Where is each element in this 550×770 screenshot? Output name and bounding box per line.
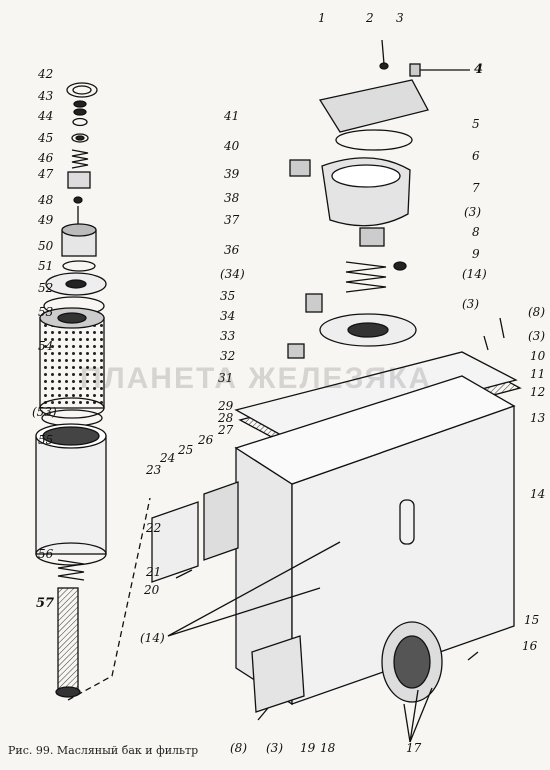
- label-1: 1: [318, 11, 326, 25]
- label-3: 3: [396, 11, 404, 25]
- label-14: 14: [530, 487, 546, 501]
- label-25: 25: [178, 443, 194, 457]
- figure-caption: Рис. 99. Масляный бак и фильтр: [8, 744, 199, 757]
- label-52: 52: [38, 281, 54, 295]
- label-51: 51: [38, 259, 54, 273]
- label-39: 39: [224, 167, 240, 181]
- label-3-ref-c: (3): [528, 329, 545, 343]
- label-31: 31: [218, 371, 234, 385]
- label-2: 2: [366, 11, 374, 25]
- tank-top-parts: [287, 39, 505, 359]
- label-41: 41: [224, 109, 240, 123]
- label-46: 46: [38, 151, 54, 165]
- label-3-ref-a: (3): [464, 205, 481, 219]
- label-18: 18: [320, 741, 336, 755]
- label-8-ref-b: (8): [230, 741, 247, 755]
- label-19: 19: [300, 741, 316, 755]
- label-43: 43: [38, 89, 54, 103]
- label-14-ref-b: (14): [140, 631, 165, 645]
- label-38: 38: [224, 191, 240, 205]
- label-6: 6: [472, 149, 480, 163]
- label-45: 45: [38, 131, 54, 145]
- label-42: 42: [38, 67, 54, 81]
- label-3-ref-b: (3): [462, 297, 479, 311]
- label-44: 44: [38, 109, 54, 123]
- label-7: 7: [472, 181, 480, 195]
- label-24: 24: [160, 451, 176, 465]
- label-23: 23: [146, 463, 162, 477]
- label-15: 15: [524, 613, 540, 627]
- label-49: 49: [38, 213, 54, 227]
- label-47: 47: [38, 167, 54, 181]
- label-56: 56: [38, 547, 54, 561]
- filter-assembly: [35, 82, 151, 701]
- label-10: 10: [530, 349, 546, 363]
- label-17: 17: [406, 741, 422, 755]
- label-4: 4: [474, 62, 484, 77]
- label-13: 13: [530, 411, 546, 425]
- label-8: 8: [472, 225, 480, 239]
- label-55: 55: [38, 433, 54, 447]
- label-26: 26: [198, 433, 214, 447]
- label-48: 48: [38, 193, 54, 207]
- label-22: 22: [146, 521, 162, 535]
- label-53: 53: [38, 305, 54, 319]
- label-40: 40: [224, 139, 240, 153]
- label-28: 28: [218, 411, 234, 425]
- label-8-ref-a: (8): [528, 305, 545, 319]
- label-9: 9: [472, 247, 480, 261]
- label-57: 57: [36, 596, 55, 611]
- label-32: 32: [220, 349, 236, 363]
- label-3-ref-d: (3): [266, 741, 283, 755]
- label-53-ref: (53): [32, 405, 57, 419]
- label-14-ref-a: (14): [462, 267, 487, 281]
- label-34-ref: (34): [220, 267, 245, 281]
- tank-body: [151, 351, 522, 743]
- label-50: 50: [38, 239, 54, 253]
- label-20: 20: [144, 583, 160, 597]
- label-27: 27: [218, 423, 234, 437]
- label-29: 29: [218, 399, 234, 413]
- label-11: 11: [530, 367, 546, 381]
- label-33: 33: [220, 329, 236, 343]
- label-16: 16: [522, 639, 538, 653]
- label-34: 34: [220, 309, 236, 323]
- label-36: 36: [224, 243, 240, 257]
- label-12: 12: [530, 385, 546, 399]
- label-37: 37: [224, 213, 240, 227]
- label-35: 35: [220, 289, 236, 303]
- watermark-text: ПЛАНЕТА ЖЕЛЕЗЯКА: [80, 362, 433, 395]
- label-5: 5: [472, 117, 480, 131]
- label-54: 54: [38, 339, 54, 353]
- label-21: 21: [146, 565, 162, 579]
